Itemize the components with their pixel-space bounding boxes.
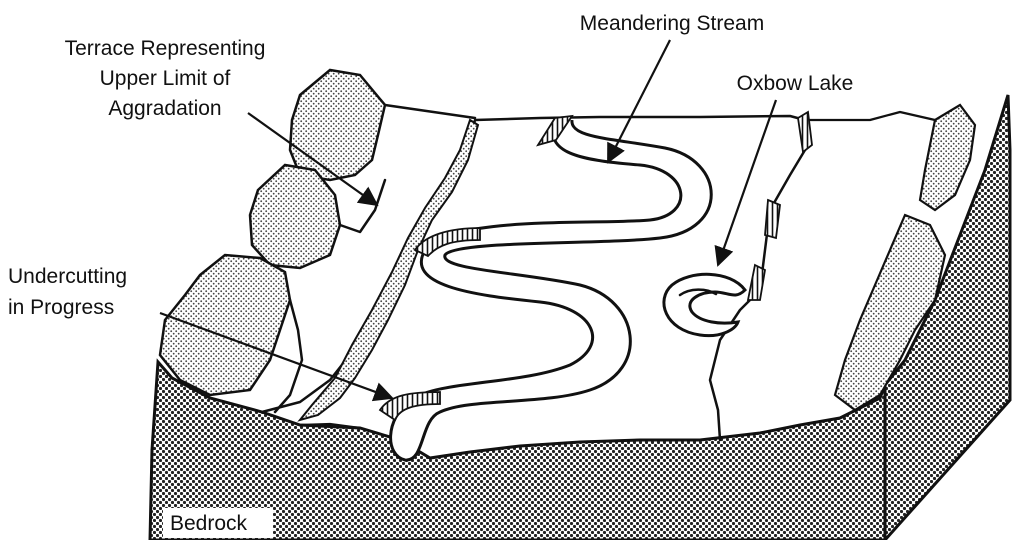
label-undercutting-line1: Undercutting: [8, 265, 127, 288]
cutbank-right-mid: [765, 200, 780, 238]
cutbank-right-low: [748, 265, 765, 300]
boulder-top: [290, 70, 385, 180]
right-boulder-upper: [920, 105, 975, 210]
label-terrace-line3: Aggradation: [108, 97, 221, 120]
label-oxbow-lake: Oxbow Lake: [737, 72, 854, 95]
label-terrace-line2: Upper Limit of: [100, 67, 231, 90]
meandering-stream: [391, 120, 712, 460]
label-terrace-line1: Terrace Representing: [65, 37, 266, 60]
cutbank-right-top: [798, 112, 812, 152]
boulder-bottom: [160, 255, 290, 395]
oxbow-lake: [664, 274, 745, 335]
label-bedrock: Bedrock: [170, 512, 248, 535]
label-undercutting-line2: in Progress: [8, 296, 114, 319]
label-meandering-stream: Meandering Stream: [580, 12, 764, 35]
